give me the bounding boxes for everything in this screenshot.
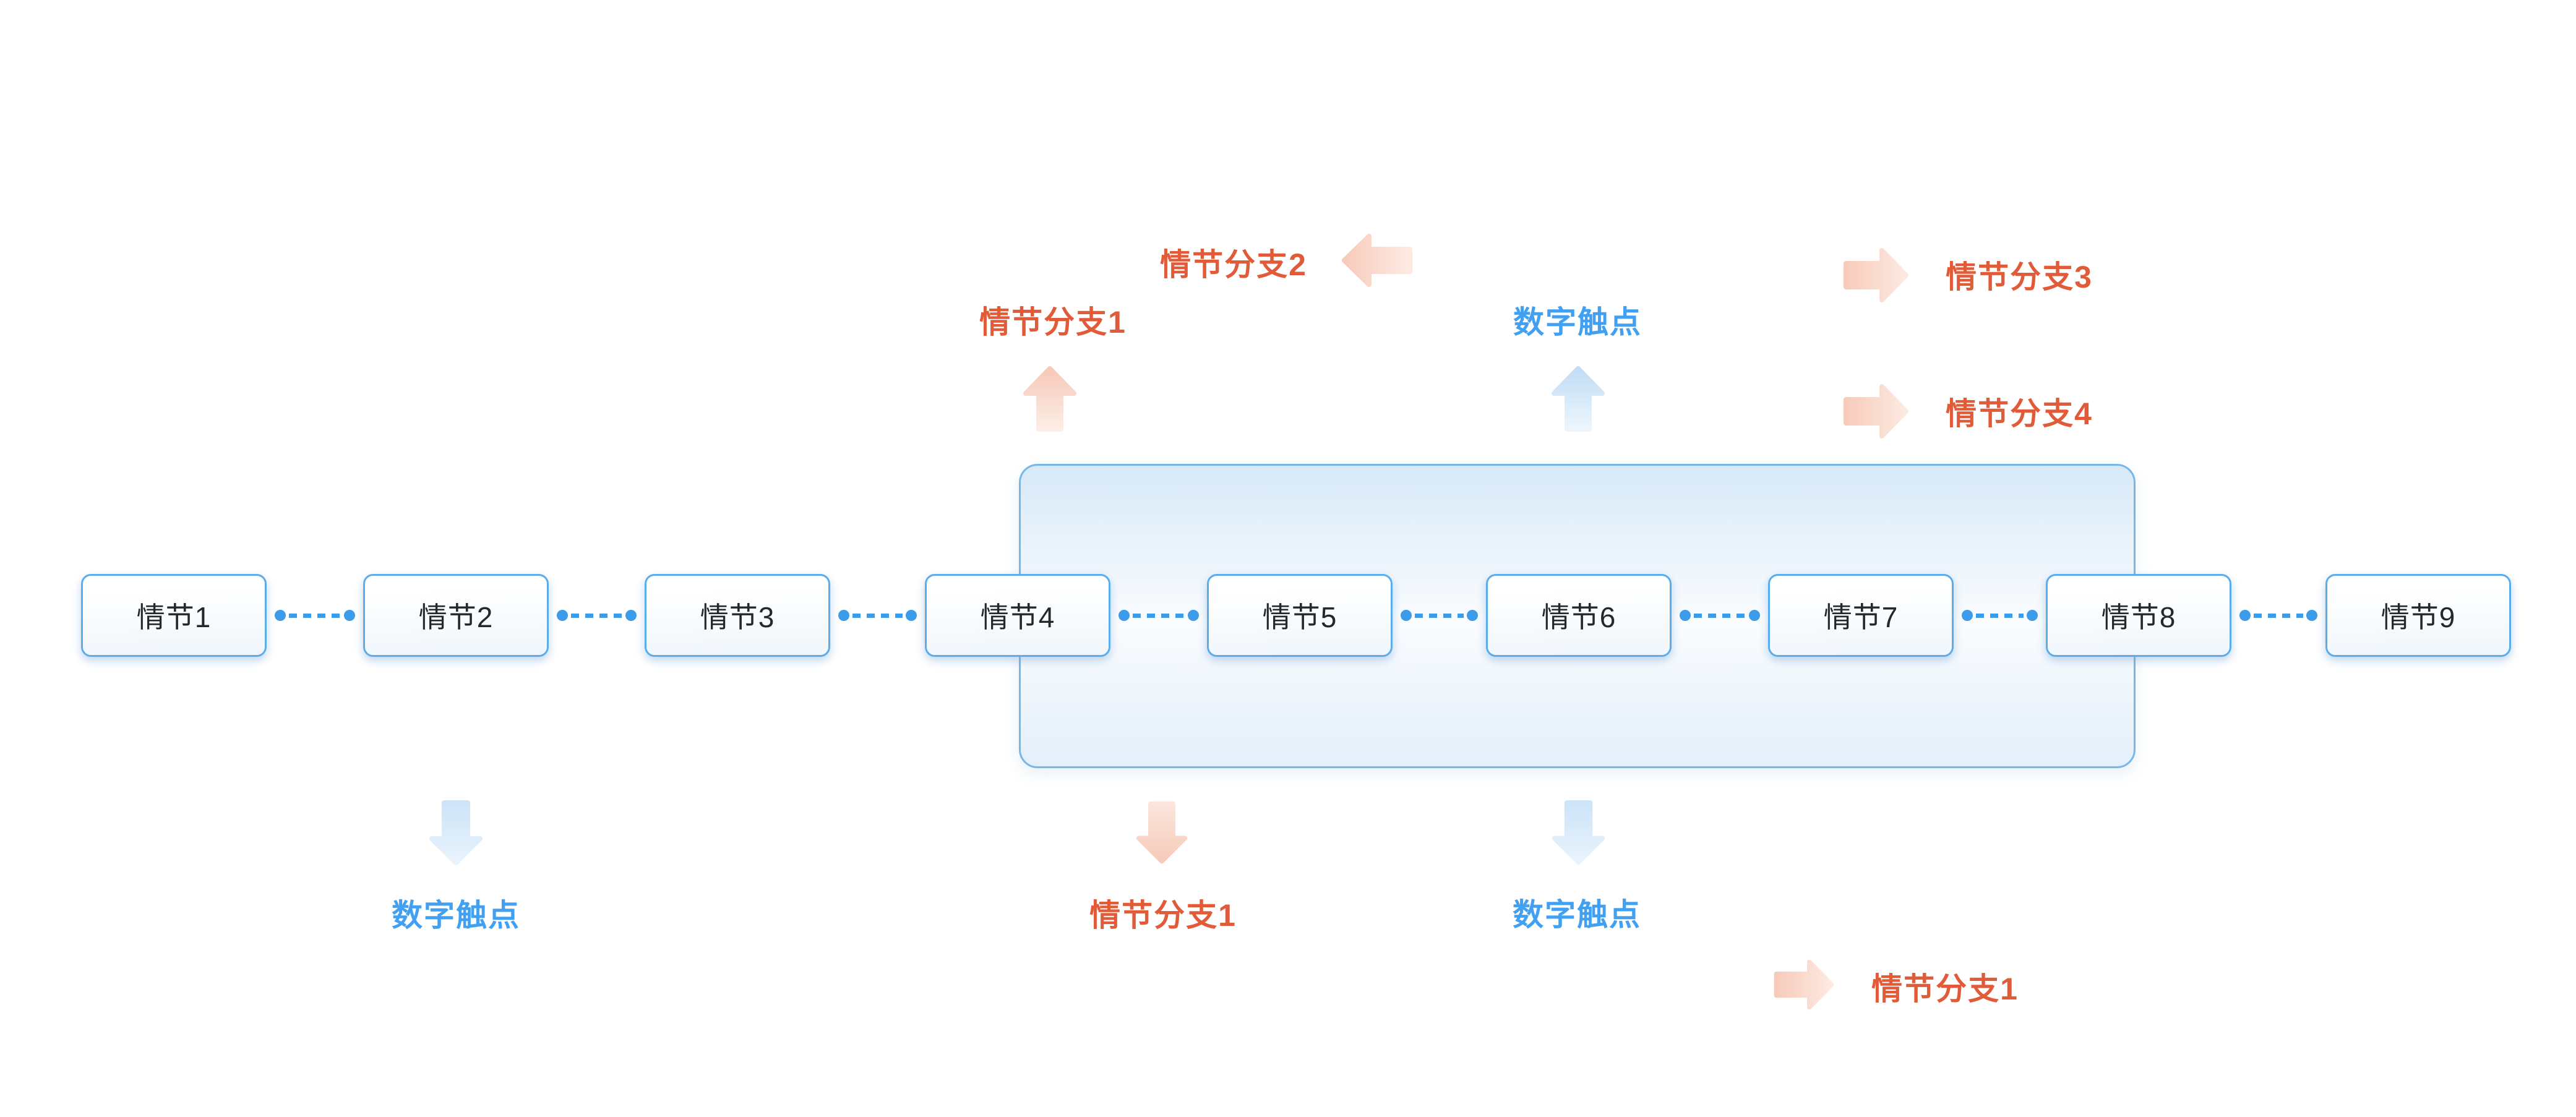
connector-6-7	[1680, 610, 1760, 621]
connector-3-4	[838, 610, 917, 621]
down-arrow-icon	[1552, 800, 1605, 865]
connector-dot	[2027, 610, 2038, 621]
plot-node-4-label: 情节4	[980, 601, 1055, 633]
connector-1-2	[275, 610, 355, 621]
connector-dot	[2306, 610, 2317, 621]
connector-dash-line	[1694, 613, 1746, 618]
plot-node-7[interactable]: 情节7	[1768, 574, 1954, 657]
connector-dot	[1680, 610, 1691, 621]
connector-8-9	[2239, 610, 2317, 621]
plot-node-1-label: 情节1	[136, 601, 212, 633]
right-arrow-icon	[1844, 384, 1908, 439]
plot-node-2-label: 情节2	[418, 601, 494, 633]
right-arrow-icon	[1844, 248, 1908, 302]
connector-dash-line	[2254, 613, 2303, 618]
connector-dot	[906, 610, 917, 621]
plot-node-8[interactable]: 情节8	[2046, 574, 2231, 657]
digital-touchpoint-bottom-left-label: 数字触点	[392, 898, 520, 933]
plot-node-3[interactable]: 情节3	[645, 574, 830, 657]
connector-dot	[275, 610, 286, 621]
connector-7-8	[1962, 610, 2038, 621]
down-arrow-icon	[1136, 801, 1188, 864]
plot-branch-1-bottom-label: 情节分支1	[1089, 898, 1237, 933]
connector-dot	[838, 610, 849, 621]
plot-node-8-label: 情节8	[2101, 601, 2176, 633]
connector-dash-line	[1415, 613, 1464, 618]
connector-dot	[557, 610, 568, 621]
connector-dash-line	[1133, 613, 1185, 618]
plot-node-4[interactable]: 情节4	[925, 574, 1110, 657]
connector-dash-line	[852, 613, 903, 618]
left-arrow-icon	[1342, 234, 1412, 287]
connector-dot	[1401, 610, 1412, 621]
plot-node-1[interactable]: 情节1	[81, 574, 267, 657]
connector-dot	[2239, 610, 2251, 621]
plot-node-2[interactable]: 情节2	[363, 574, 549, 657]
plot-branch-1-top-label: 情节分支1	[979, 305, 1127, 340]
plot-node-3-label: 情节3	[700, 601, 775, 633]
digital-touchpoint-top-label: 数字触点	[1513, 305, 1642, 340]
plot-node-6-label: 情节6	[1541, 601, 1616, 633]
plot-node-5-label: 情节5	[1262, 601, 1337, 633]
connector-dot	[1467, 610, 1478, 621]
connector-dot	[344, 610, 355, 621]
plot-node-5[interactable]: 情节5	[1207, 574, 1393, 657]
plot-node-9[interactable]: 情节9	[2325, 574, 2511, 657]
connector-5-6	[1401, 610, 1478, 621]
up-arrow-icon	[1023, 366, 1076, 432]
connector-4-5	[1118, 610, 1199, 621]
plot-node-7-label: 情节7	[1823, 601, 1899, 633]
down-arrow-icon	[429, 800, 483, 865]
digital-touchpoint-bottom-mid-label: 数字触点	[1513, 897, 1641, 932]
connector-dash-line	[571, 613, 622, 618]
connector-dot	[625, 610, 637, 621]
plot-node-6[interactable]: 情节6	[1486, 574, 1672, 657]
connector-dot	[1118, 610, 1130, 621]
connector-2-3	[557, 610, 637, 621]
plot-branch-1-bottom-right-label: 情节分支1	[1871, 972, 2019, 1006]
connector-dash-line	[1976, 613, 2024, 618]
connector-dash-line	[289, 613, 341, 618]
connector-dot	[1749, 610, 1760, 621]
plot-node-9-label: 情节9	[2381, 601, 2456, 633]
plot-branch-3-label: 情节分支3	[1946, 260, 2093, 294]
up-arrow-icon	[1552, 366, 1605, 432]
plot-branch-2-label: 情节分支2	[1160, 247, 1307, 282]
connector-dot	[1188, 610, 1199, 621]
connector-dot	[1962, 610, 1973, 621]
plot-branch-4-label: 情节分支4	[1946, 396, 2093, 431]
right-arrow-icon	[1774, 959, 1834, 1010]
